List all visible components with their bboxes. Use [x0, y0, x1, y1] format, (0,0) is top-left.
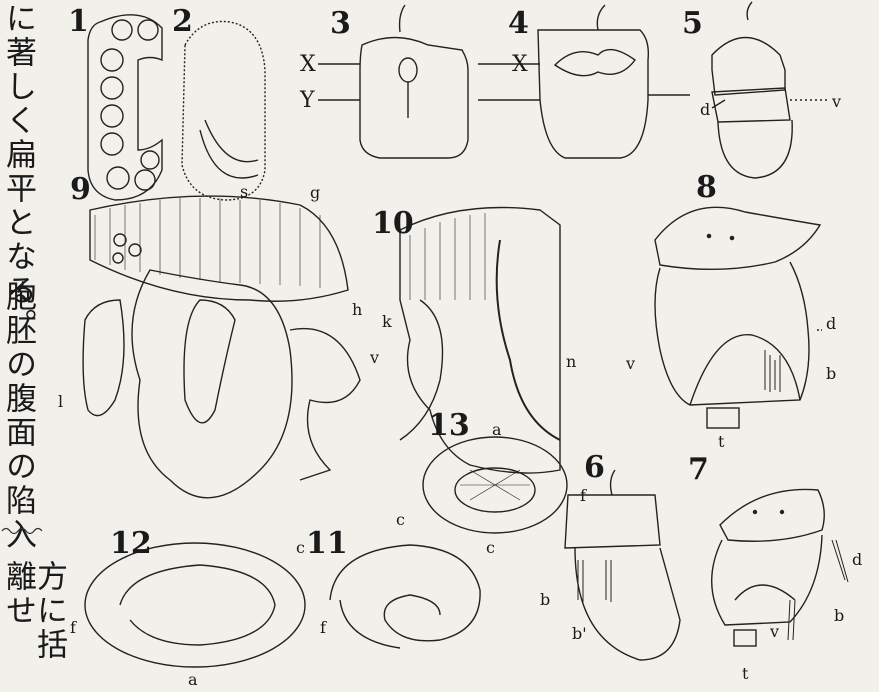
- label-fig3-y: Y: [300, 88, 315, 113]
- label-fig9-s: s: [240, 182, 248, 201]
- label-fig9-h: h: [352, 300, 362, 319]
- label-fig5-d: d: [700, 100, 710, 119]
- figure-number-4: 4: [508, 6, 529, 41]
- label-fig13-c: c: [396, 510, 405, 529]
- label-fig8-d: d: [826, 314, 836, 333]
- label-fig3-x: X: [300, 52, 316, 77]
- figure-number-9: 9: [70, 172, 91, 207]
- label-fig10-n: n: [566, 352, 576, 371]
- label-fig12-f: f: [70, 618, 76, 637]
- label-fig13-a: a: [492, 420, 502, 439]
- label-fig11-c: c: [486, 538, 495, 557]
- label-fig7-b: b: [834, 606, 844, 625]
- label-fig7-d: d: [852, 550, 862, 569]
- figure-number-2: 2: [172, 4, 193, 39]
- label-fig7-v: v: [770, 622, 779, 641]
- label-fig8-t: t: [718, 432, 724, 451]
- label-fig8-b: b: [826, 364, 836, 383]
- fig10-tissue-section: [400, 208, 560, 474]
- figure-number-12: 12: [110, 526, 152, 561]
- fig7-larva: [712, 489, 848, 646]
- figure-number-8: 8: [696, 170, 717, 205]
- figure-number-1: 1: [68, 4, 89, 39]
- figure-number-3: 3: [330, 6, 351, 41]
- label-fig6-b-prime: b': [572, 624, 587, 643]
- label-fig12-a: a: [188, 670, 198, 689]
- label-fig8-v: v: [626, 354, 635, 373]
- label-fig9-v: v: [370, 348, 379, 367]
- label-fig11-f: f: [320, 618, 326, 637]
- figure-number-6: 6: [584, 450, 605, 485]
- figure-number-10: 10: [372, 206, 414, 241]
- label-fig5-v: v: [832, 92, 841, 111]
- fig2-embryo: [182, 21, 265, 200]
- label-fig6-b: b: [540, 590, 550, 609]
- fig9-tissue-section: [83, 196, 360, 498]
- fig8-larva: [655, 207, 822, 428]
- fig11-section: [330, 545, 480, 648]
- label-fig4-x: X: [512, 52, 528, 77]
- figure-number-11: 11: [306, 526, 348, 561]
- label-fig10-k: k: [382, 312, 392, 331]
- fig13-section: [423, 437, 567, 533]
- figure-number-5: 5: [682, 6, 703, 41]
- label-fig13-f: f: [580, 486, 586, 505]
- fig5-outline: [712, 2, 830, 178]
- label-fig9-l: l: [58, 392, 63, 411]
- label-fig9-g: g: [310, 183, 320, 202]
- fig1-cell-chain: [88, 15, 162, 200]
- figure-number-13: 13: [428, 408, 470, 443]
- label-fig7-t: t: [742, 664, 748, 683]
- figure-number-7: 7: [688, 452, 709, 487]
- label-fig12-c: c: [296, 538, 305, 557]
- fig12-section: [85, 543, 305, 667]
